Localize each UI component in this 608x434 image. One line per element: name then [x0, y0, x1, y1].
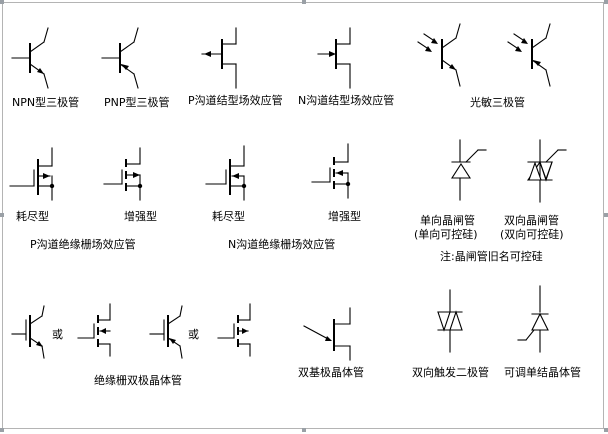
- unidirectional-thyristor-label: 单向晶闸管: [420, 214, 475, 227]
- n-mosfet-depletion-symbol: [205, 145, 247, 201]
- n-jfet-label: N沟道结型场效应管: [298, 94, 395, 107]
- igbt-symbol-4: [217, 303, 251, 357]
- thyristor-note: 注:晶闸管旧名可控硅: [440, 250, 543, 263]
- phototransistor-label: 光敏三极管: [470, 96, 525, 109]
- p-mosfet-depletion-symbol: [9, 147, 55, 201]
- phototransistor-symbol-1: [417, 23, 461, 87]
- p-channel-jfet-symbol: [201, 27, 237, 89]
- igbt-label: 绝缘栅双极晶体管: [94, 374, 182, 387]
- diac-symbol: [437, 289, 463, 353]
- pnp-transistor-symbol: [101, 27, 139, 89]
- n-depletion-label: 耗尽型: [212, 210, 245, 223]
- ujt-label: 双基极晶体管: [298, 366, 364, 379]
- or-label-1: 或: [52, 328, 63, 341]
- bidirectional-thyristor-label: 双向晶闸管: [504, 214, 559, 227]
- npn-transistor-symbol: [11, 27, 49, 89]
- diac-label: 双向触发二极管: [412, 366, 489, 379]
- npn-label: NPN型三极管: [12, 96, 80, 109]
- put-label: 可调单结晶体管: [504, 366, 581, 379]
- p-mosfet-label: P沟道绝缘栅场效应管: [30, 238, 136, 251]
- phototransistor-symbol-2: [507, 23, 551, 87]
- n-mosfet-enhancement-symbol: [311, 143, 351, 199]
- unijunction-transistor-symbol: [303, 307, 351, 361]
- igbt-symbol-2: [77, 303, 111, 357]
- igbt-symbol-1: [11, 305, 45, 359]
- p-enhancement-label: 增强型: [124, 210, 157, 223]
- n-channel-jfet-symbol: [317, 27, 351, 89]
- p-mosfet-enhancement-symbol: [103, 147, 143, 201]
- pnp-label: PNP型三极管: [104, 96, 170, 109]
- n-enhancement-label: 增强型: [328, 210, 361, 223]
- bidirectional-thyristor-alt-label: (双向可控硅): [500, 228, 564, 241]
- programmable-ujt-symbol: [517, 285, 549, 353]
- unidirectional-thyristor-alt-label: (单向可控硅): [414, 228, 478, 241]
- p-depletion-label: 耗尽型: [16, 210, 49, 223]
- or-label-2: 或: [188, 328, 199, 341]
- unidirectional-thyristor-symbol: [450, 139, 487, 201]
- n-mosfet-label: N沟道绝缘栅场效应管: [228, 238, 336, 251]
- igbt-symbol-3: [149, 305, 183, 359]
- bidirectional-thyristor-symbol: [526, 139, 567, 203]
- p-jfet-label: P沟道结型场效应管: [188, 94, 283, 107]
